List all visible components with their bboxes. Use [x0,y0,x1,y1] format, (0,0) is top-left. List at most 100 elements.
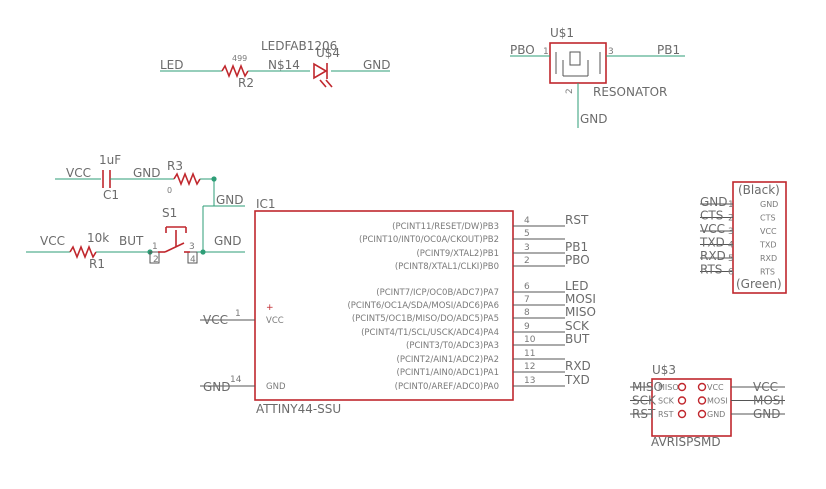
isp-pin-label: SCK [658,397,675,406]
c1-name: C1 [103,188,119,202]
ftdi-pin-number: 4 [728,241,734,251]
resistor-r2-symbol[interactable] [221,63,249,79]
ftdi-pin-label: CTS [760,214,776,223]
capacitor-c1-symbol[interactable] [102,170,111,188]
resistor-r3-symbol[interactable] [173,171,201,187]
isp-net-sck: SCK [632,394,657,408]
ftdi-pin-label: TXD [759,241,777,250]
net-label-but: BUT [119,234,144,248]
ic-pin-label: (PCINT2/AIN1/ADC2)PA2 [397,355,499,365]
r1-value: 10k [87,231,109,245]
ic-pin-label: (PCINT6/OC1A/SDA/MOSI/ADC6)PA6 [347,301,499,311]
ftdi-top-label: (Black) [738,183,780,197]
net-label-ic-txd: TXD [564,373,590,387]
net-label-vcc-btn: VCC [40,234,65,248]
s1-name: S1 [162,206,177,220]
isp-pin-label: MOSI [707,397,728,406]
r2-value: 499 [232,54,247,63]
led-u4-symbol[interactable] [313,62,333,88]
ftdi-net-gnd: GND [700,195,728,209]
ic-gnd-pin-label: GND [266,382,286,392]
ic-pin-label: (PCINT10/INT0/OC0A/CKOUT)PB2 [359,235,499,245]
isp-pad [697,382,707,392]
ic-pin-label: (PCINT9/XTAL2)PB1 [416,249,499,259]
res-pin3: 3 [608,47,614,57]
net-label-ic-led: LED [565,279,589,293]
isp-pad [697,409,707,419]
button-row: VCC 10k R1 BUT S1 1 2 3 4 GND [26,206,245,271]
attiny44-ic: IC1 + VCC GND 1 14 VCC GND (PCINT11/RESE… [200,197,596,416]
isp-net-mosi: MOSI [753,394,784,408]
ic-pin-number: 9 [524,322,530,332]
ic-pin-number: 11 [524,349,535,359]
resistor-r1-symbol[interactable] [69,244,97,260]
net-label-gnd-btn: GND [214,234,242,248]
ic-pin-label: (PCINT0/AREF/ADC0)PA0 [395,382,499,392]
net-label-ic-miso: MISO [565,305,596,319]
net-label-gnd-ic: GND [203,380,231,394]
r1-name: R1 [89,257,105,271]
ic-pin-label: (PCINT7/ICP/OC0B/ADC7)PA7 [376,288,499,298]
s1-pin1: 1 [152,242,158,252]
ic-gnd-pin-num: 14 [230,375,242,385]
net-label-vcc-ic: VCC [203,313,228,327]
ic-pin-number: 5 [524,229,530,239]
isp-pad [677,382,687,392]
ic-pin-number: 8 [524,308,530,318]
s1-pin3: 3 [189,242,195,252]
resonator-name: U$1 [550,26,574,40]
res-pin1: 1 [543,47,549,57]
net-label-gnd-res: GND [580,112,608,126]
isp-pin-label: VCC [707,383,724,392]
ftdi-pin-number: 3 [728,227,734,237]
ftdi-pin-number: 1 [728,200,734,210]
isp-name: U$3 [652,363,676,377]
ic-origin-mark: + [266,303,274,313]
ftdi-pin-label: VCC [760,227,777,236]
net-label-n14: N$14 [268,58,300,72]
net-label-gnd-top: GND [216,193,244,207]
isp-net-miso: MISO [632,380,663,394]
net-label-pbo-res: PBO [510,43,535,57]
ftdi-pin-number: 6 [728,268,734,278]
net-label-ic-pbo: PBO [565,253,590,267]
isp-pad [677,396,687,405]
ic-value: ATTINY44-SSU [256,402,341,416]
ftdi-net-vcc: VCC [700,222,725,236]
led-value: LEDFAB1206 [261,39,337,53]
isp-net-vcc: VCC [753,380,778,394]
r3-name: R3 [167,159,183,173]
res-pin2: 2 [565,88,575,94]
ftdi-bottom-label: (Green) [736,277,782,291]
isp-pin-label: RST [658,410,674,419]
c1-value: 1uF [99,153,121,167]
isp-pin-label: MISO [658,383,679,392]
ic-pin-number: 10 [524,335,536,345]
ic-pin-label: (PCINT5/OC1B/MISO/DO/ADC5)PA5 [352,314,499,324]
net-label-ic-but: BUT [565,332,590,346]
isp-value: AVRISPSMD [651,435,721,449]
r3-value: 0 [167,186,172,195]
ftdi-pin-number: 2 [728,214,734,224]
isp-pad [697,396,707,405]
isp-net-rst: RST [632,407,656,421]
ftdi-pin-number: 5 [728,254,734,264]
resonator-u1-body[interactable] [549,42,607,84]
isp-body[interactable] [651,378,732,437]
net-label-gnd-cap: GND [133,166,161,180]
led-circuit: LED 499 R2 N$14 LEDFAB1206 U$4 GND [160,39,391,90]
isp-pin-label: GND [707,410,725,419]
ic-pin-number: 7 [524,295,530,305]
ic-pin-number: 4 [524,216,530,226]
ftdi-net-cts: CTS [700,209,723,223]
net-label-ic-sck: SCK [565,319,590,333]
net-label-led: LED [160,58,184,72]
ftdi-net-rts: RTS [700,263,722,277]
ftdi-body[interactable] [732,181,787,294]
isp-pad [677,409,687,419]
switch-s1-symbol[interactable] [149,226,198,264]
